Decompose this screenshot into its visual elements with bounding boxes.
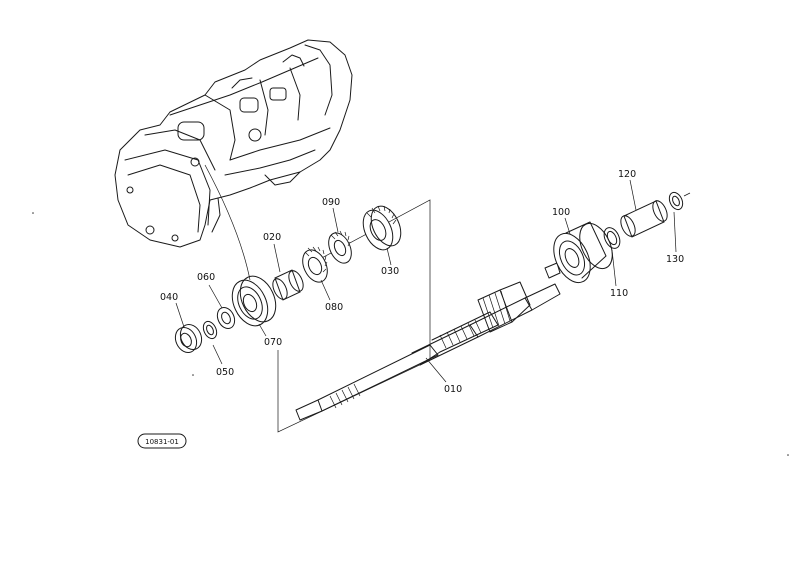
snap-ring-110 xyxy=(603,227,621,249)
callout-120: 120 xyxy=(618,169,636,180)
callout-090: 090 xyxy=(322,197,340,208)
transmission-housing xyxy=(114,39,353,248)
callout-040: 040 xyxy=(160,292,178,303)
leader-lines xyxy=(175,179,677,383)
collar-020 xyxy=(272,269,304,301)
callout-050: 050 xyxy=(216,367,234,378)
callout-110: 110 xyxy=(610,288,628,299)
callout-020: 020 xyxy=(263,232,281,243)
assembly-bracket xyxy=(277,199,431,433)
callout-080: 080 xyxy=(325,302,343,313)
callout-130: 130 xyxy=(666,254,684,265)
callout-labels: 010 020 030 040 050 060 070 080 090 100 … xyxy=(160,169,684,395)
drawing-reference-stamp: 10831-01 xyxy=(137,433,187,449)
callout-100: 100 xyxy=(552,207,570,218)
callout-070: 070 xyxy=(264,337,282,348)
oil-seal-040 xyxy=(174,323,203,354)
gear-030 xyxy=(362,205,402,251)
gear-080 xyxy=(302,246,328,283)
bearing-070 xyxy=(231,275,277,327)
callout-030: 030 xyxy=(381,266,399,277)
sleeve-120 xyxy=(620,200,668,238)
washer-060 xyxy=(216,306,236,330)
main-shaft xyxy=(295,262,561,421)
callout-010: 010 xyxy=(444,384,462,395)
circlip-130 xyxy=(668,191,684,211)
gear-090 xyxy=(328,230,352,264)
housing-leader-line xyxy=(204,164,251,281)
callout-060: 060 xyxy=(197,272,215,283)
drawing-id-text: 10831-01 xyxy=(145,438,179,446)
bearing-100 xyxy=(553,221,613,284)
circlip-050 xyxy=(202,320,218,340)
